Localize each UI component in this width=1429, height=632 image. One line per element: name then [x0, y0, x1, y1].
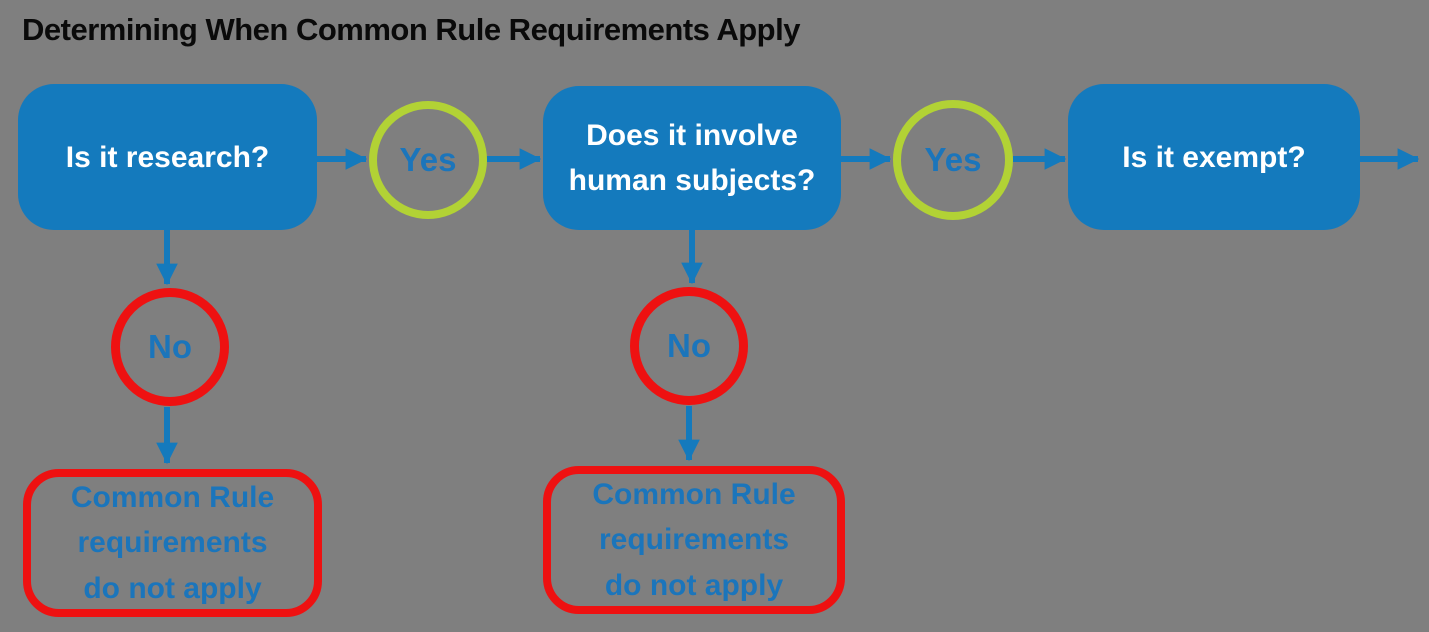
yes-circle-1: Yes: [369, 101, 487, 219]
no-circle-1: No: [111, 288, 229, 406]
yes-circle-1-label: Yes: [399, 141, 457, 178]
outcome-box-1-label: Common Rule requirements do not apply: [70, 480, 275, 605]
decision-box-human-subjects: Does it involve human subjects?: [543, 86, 841, 230]
decision-box-human-subjects-label: Does it involve human subjects?: [568, 119, 816, 197]
no-circle-2: No: [630, 287, 748, 405]
no-circle-1-label: No: [148, 328, 192, 365]
outcome-box-2-label: Common Rule requirements do not apply: [592, 477, 796, 602]
decision-box-research: Is it research?: [18, 84, 317, 230]
decision-box-research-label: Is it research?: [65, 140, 270, 174]
no-circle-2-label: No: [667, 327, 711, 364]
decision-box-exempt-label: Is it exempt?: [1122, 140, 1306, 174]
diagram-title: Determining When Common Rule Requirement…: [22, 12, 800, 47]
yes-circle-2: Yes: [893, 100, 1013, 220]
outcome-box-1: Common Rule requirements do not apply: [23, 469, 322, 617]
decision-box-exempt: Is it exempt?: [1068, 84, 1360, 230]
outcome-box-2: Common Rule requirements do not apply: [543, 466, 845, 614]
yes-circle-2-label: Yes: [924, 141, 982, 178]
